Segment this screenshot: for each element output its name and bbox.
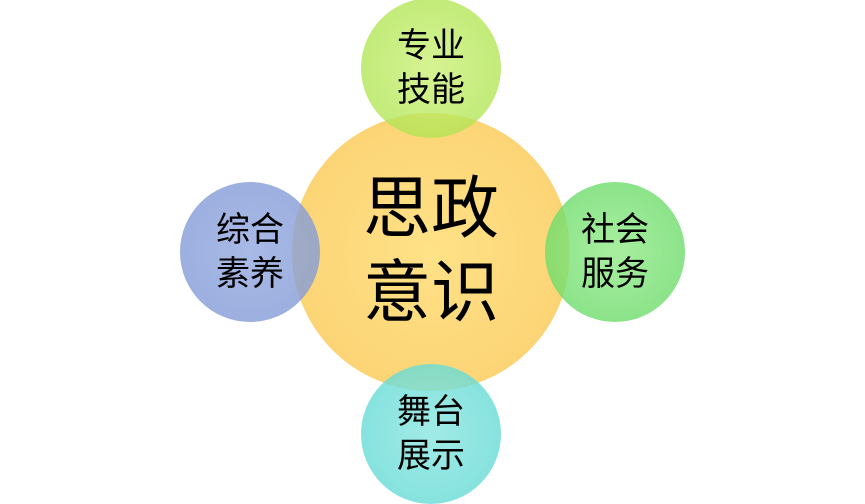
right-label-line-2: 服务 <box>581 254 649 294</box>
bottom-label-line-2: 展示 <box>397 436 465 476</box>
bottom-label-line-1: 舞台 <box>397 392 465 432</box>
top-label-line-2: 技能 <box>397 70 465 110</box>
top-label-line-1: 专业 <box>397 26 465 66</box>
center-label-line-2: 意识 <box>362 254 499 333</box>
top-circle: 专业 技能 <box>361 0 501 138</box>
bottom-circle: 舞台 展示 <box>361 364 501 504</box>
left-label-line-2: 素养 <box>216 254 284 294</box>
left-circle: 综合 素养 <box>180 182 320 322</box>
center-circle: 思政 意识 <box>292 113 570 391</box>
right-circle: 社会 服务 <box>545 182 685 322</box>
right-label-line-1: 社会 <box>581 210 649 250</box>
center-label-line-1: 思政 <box>362 170 499 249</box>
left-label-line-1: 综合 <box>216 210 284 250</box>
